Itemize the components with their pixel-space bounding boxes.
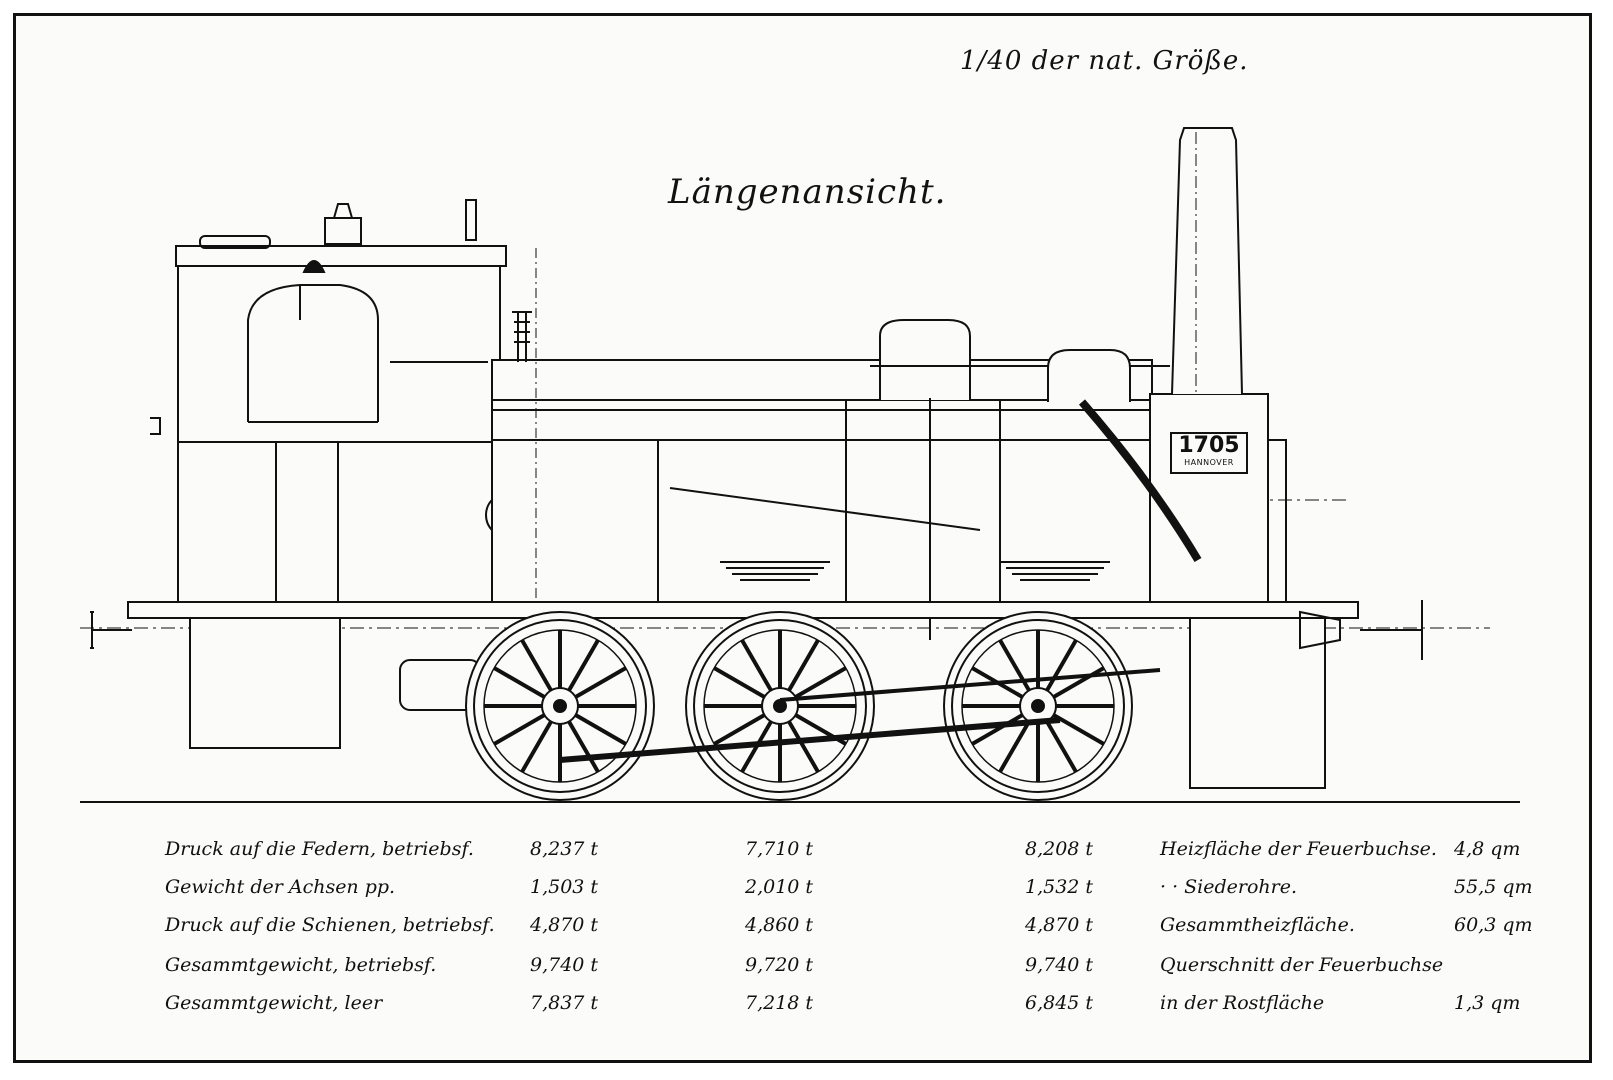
axle-value: 2,010 t — [745, 876, 814, 898]
axle-value: 9,720 t — [745, 954, 814, 976]
axle-value: 7,710 t — [745, 838, 814, 860]
heating-row-label: in der Rostfläche — [1160, 992, 1325, 1014]
side-tank — [177, 441, 531, 603]
heating-value: 60,3 qm — [1454, 914, 1533, 936]
axle-value: 7,837 t — [530, 992, 599, 1014]
heating-row-label: Querschnitt der Feuerbuchse — [1160, 954, 1444, 976]
number-plate-city: HANNOVER — [1184, 458, 1234, 467]
connecting-rod — [779, 668, 1161, 702]
axle-row-label: Gesammtgewicht, betriebsf. — [165, 954, 437, 976]
coupling-rod — [559, 717, 1061, 763]
axle-value: 6,845 t — [1025, 992, 1094, 1014]
axle-value: 1,532 t — [1025, 876, 1094, 898]
axle-value: 1,503 t — [530, 876, 599, 898]
axle-value: 4,860 t — [745, 914, 814, 936]
cab — [150, 199, 507, 443]
axle-value: 9,740 t — [530, 954, 599, 976]
wheels — [465, 611, 1133, 801]
number-plate-number: 1705 — [1178, 433, 1240, 458]
axle-value: 9,740 t — [1025, 954, 1094, 976]
heating-row-label: Gesammtheizfläche. — [1160, 914, 1355, 936]
frame — [90, 600, 1423, 789]
heating-value: 4,8 qm — [1454, 838, 1521, 860]
heating-row-label: Heizfläche der Feuerbuchse. — [1160, 838, 1437, 860]
driving-wheel — [943, 611, 1133, 801]
axle-row-label: Gesammtgewicht, leer — [165, 992, 383, 1014]
heating-value: 1,3 qm — [1454, 992, 1521, 1014]
scale-note: 1/40 der nat. Größe. — [960, 46, 1249, 76]
axle-value: 8,237 t — [530, 838, 599, 860]
axle-value: 4,870 t — [1025, 914, 1094, 936]
number-plate: 1705 HANNOVER — [1170, 432, 1248, 474]
axle-value: 8,208 t — [1025, 838, 1094, 860]
axle-row-label: Druck auf die Schienen, betriebsf. — [165, 914, 495, 936]
axle-row-label: Gewicht der Achsen pp. — [165, 876, 396, 898]
heating-row-label: · · Siederohre. — [1160, 876, 1298, 898]
driving-wheel — [685, 611, 875, 801]
driving-wheel — [465, 611, 655, 801]
drawing-title: Längenansicht. — [668, 172, 947, 212]
axle-value: 4,870 t — [530, 914, 599, 936]
heating-value: 55,5 qm — [1454, 876, 1533, 898]
axle-row-label: Druck auf die Federn, betriebsf. — [165, 838, 474, 860]
axle-value: 7,218 t — [745, 992, 814, 1014]
boiler — [491, 127, 1287, 640]
